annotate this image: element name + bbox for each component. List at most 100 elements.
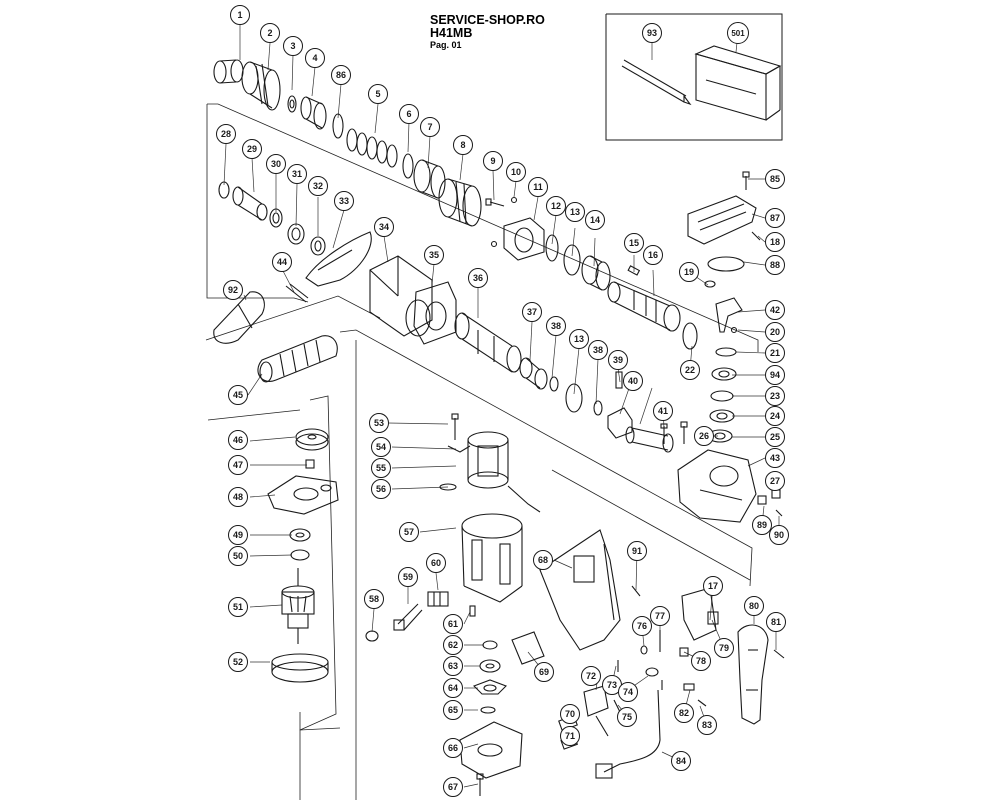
callout-circle bbox=[765, 406, 785, 426]
callout-54: 54 bbox=[371, 437, 391, 457]
part-31 bbox=[287, 223, 305, 245]
callout-circle bbox=[468, 268, 488, 288]
callout-94: 94 bbox=[765, 365, 785, 385]
callout-50: 50 bbox=[228, 546, 248, 566]
part-65 bbox=[473, 679, 507, 695]
callout-circle bbox=[305, 48, 325, 68]
callout-circle bbox=[765, 255, 785, 275]
callout-number: 33 bbox=[339, 196, 349, 206]
callout-number: 58 bbox=[369, 594, 379, 604]
part-45 bbox=[285, 283, 309, 303]
part-79 bbox=[679, 647, 689, 657]
part-24 bbox=[710, 390, 734, 402]
callout-circle bbox=[528, 177, 548, 197]
callout-circle bbox=[680, 360, 700, 380]
callout-number: 72 bbox=[586, 671, 596, 681]
callout-circle bbox=[371, 458, 391, 478]
part-38b bbox=[593, 400, 603, 416]
callout-circle bbox=[506, 162, 526, 182]
callout-circle bbox=[581, 666, 601, 686]
callout-22: 22 bbox=[680, 360, 700, 380]
callout-42: 42 bbox=[765, 300, 785, 320]
callout-labels: 1234865678910111213141516282930313233343… bbox=[216, 5, 789, 797]
part-90 bbox=[757, 495, 767, 505]
part-40 bbox=[607, 407, 633, 439]
callout-19: 19 bbox=[679, 262, 699, 282]
part-4 bbox=[300, 96, 327, 130]
callout-21: 21 bbox=[765, 343, 785, 363]
callout-number: 8 bbox=[460, 140, 465, 150]
callout-32: 32 bbox=[308, 176, 328, 196]
callout-15: 15 bbox=[624, 233, 644, 253]
callout-circle bbox=[674, 703, 694, 723]
part-29 bbox=[232, 186, 268, 221]
callout-57: 57 bbox=[399, 522, 419, 542]
callout-36: 36 bbox=[468, 268, 488, 288]
callout-68: 68 bbox=[533, 550, 553, 570]
callout-31: 31 bbox=[287, 164, 307, 184]
part-63 bbox=[482, 640, 498, 650]
callout-circle bbox=[443, 635, 463, 655]
callout-circle bbox=[399, 104, 419, 124]
part-33-strap bbox=[305, 231, 372, 287]
part-1 bbox=[213, 59, 244, 84]
callout-number: 82 bbox=[679, 708, 689, 718]
callout-circle bbox=[765, 365, 785, 385]
callout-number: 40 bbox=[628, 376, 638, 386]
callout-17: 17 bbox=[703, 576, 723, 596]
callout-number: 30 bbox=[271, 159, 281, 169]
callout-2: 2 bbox=[260, 23, 280, 43]
callout-52: 52 bbox=[228, 652, 248, 672]
part-56-stator bbox=[467, 431, 509, 489]
part-32 bbox=[310, 236, 326, 256]
part-62 bbox=[469, 605, 476, 617]
callout-circle bbox=[691, 651, 711, 671]
callout-16: 16 bbox=[643, 245, 663, 265]
part-16 bbox=[607, 281, 681, 332]
callout-number: 37 bbox=[527, 307, 537, 317]
part-76 bbox=[613, 699, 621, 713]
part-94 bbox=[682, 322, 698, 350]
callout-number: 91 bbox=[632, 546, 642, 556]
callout-11: 11 bbox=[528, 177, 548, 197]
callout-number: 88 bbox=[770, 260, 780, 270]
callout-circle bbox=[308, 176, 328, 196]
callout-number: 2 bbox=[267, 28, 272, 38]
part-92 bbox=[660, 423, 668, 444]
part-22 bbox=[715, 347, 737, 357]
part-69-housing bbox=[539, 529, 621, 651]
callout-26: 26 bbox=[694, 426, 714, 446]
callout-circle bbox=[744, 596, 764, 616]
callout-circle bbox=[765, 427, 785, 447]
callout-number: 20 bbox=[770, 327, 780, 337]
callout-circle bbox=[569, 329, 589, 349]
part-23 bbox=[711, 367, 737, 381]
callout-number: 6 bbox=[406, 109, 411, 119]
callout-circle bbox=[769, 525, 789, 545]
callout-number: 79 bbox=[719, 643, 729, 653]
part-5-spring bbox=[346, 128, 398, 168]
callout-90: 90 bbox=[769, 525, 789, 545]
callout-number: 28 bbox=[221, 129, 231, 139]
part-35 bbox=[413, 281, 457, 345]
callout-92: 92 bbox=[223, 280, 243, 300]
callout-number: 15 bbox=[629, 238, 639, 248]
callout-number: 3 bbox=[290, 41, 295, 51]
callout-circle bbox=[752, 515, 772, 535]
callout-number: 54 bbox=[376, 442, 386, 452]
part-7 bbox=[413, 159, 446, 199]
callout-number: 29 bbox=[247, 144, 257, 154]
callout-number: 9 bbox=[490, 156, 495, 166]
part-36 bbox=[454, 312, 522, 373]
callout-number: 39 bbox=[613, 355, 623, 365]
part-49 bbox=[267, 475, 339, 515]
callout-circle bbox=[765, 300, 785, 320]
callout-number: 27 bbox=[770, 476, 780, 486]
callout-18: 18 bbox=[765, 232, 785, 252]
callout-number: 24 bbox=[770, 411, 780, 421]
callout-circle bbox=[533, 550, 553, 570]
callout-number: 73 bbox=[607, 680, 617, 690]
callout-number: 94 bbox=[770, 370, 780, 380]
part-42 bbox=[704, 280, 716, 288]
